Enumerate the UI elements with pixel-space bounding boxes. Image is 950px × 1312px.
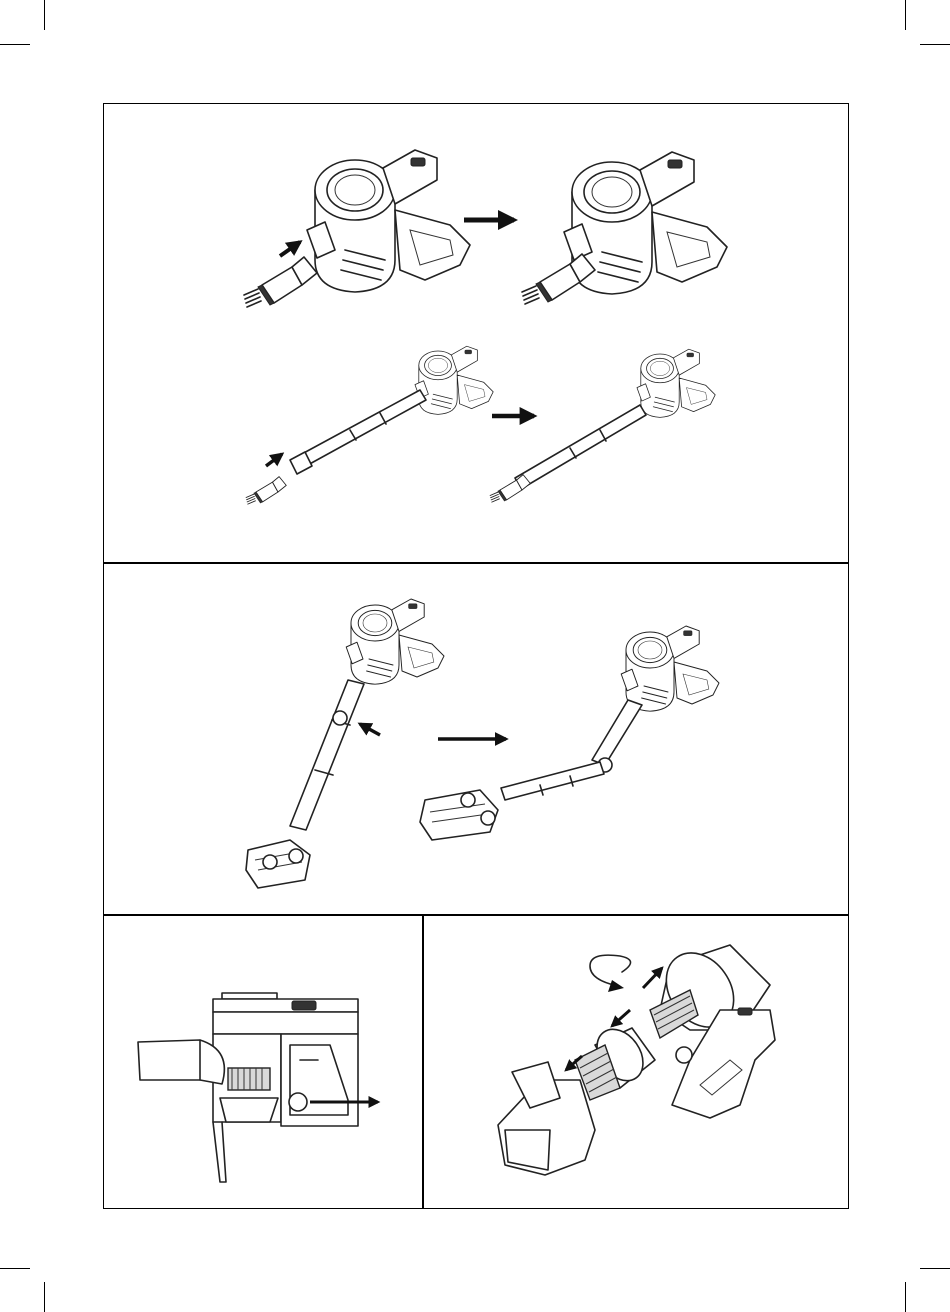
exploded-dustbin-and-filter (498, 940, 775, 1175)
stick-with-nozzle-separate (246, 346, 493, 504)
upright-stick (246, 599, 444, 888)
panel-exploded-filter (498, 940, 775, 1175)
arrow-diagonal-icon (643, 968, 662, 988)
rotate-arrow-icon (590, 955, 631, 986)
side-view-release-button (138, 993, 378, 1182)
handheld-with-nozzle-separate (307, 150, 470, 292)
panel-release-dustbin (138, 993, 378, 1182)
crevice-nozzle (244, 257, 317, 307)
arrow-diagonal-icon (280, 242, 300, 256)
panel-fold-tube (246, 599, 719, 888)
arrow-diagonal-icon (266, 454, 282, 466)
crevice-nozzle (522, 254, 595, 304)
stick-with-nozzle-attached (490, 349, 715, 502)
panel-attach-crevice (244, 150, 727, 504)
arrow-diagonal-icon (612, 1010, 630, 1026)
arrow-diagonal-icon (360, 724, 380, 735)
folded-stick (420, 626, 719, 840)
